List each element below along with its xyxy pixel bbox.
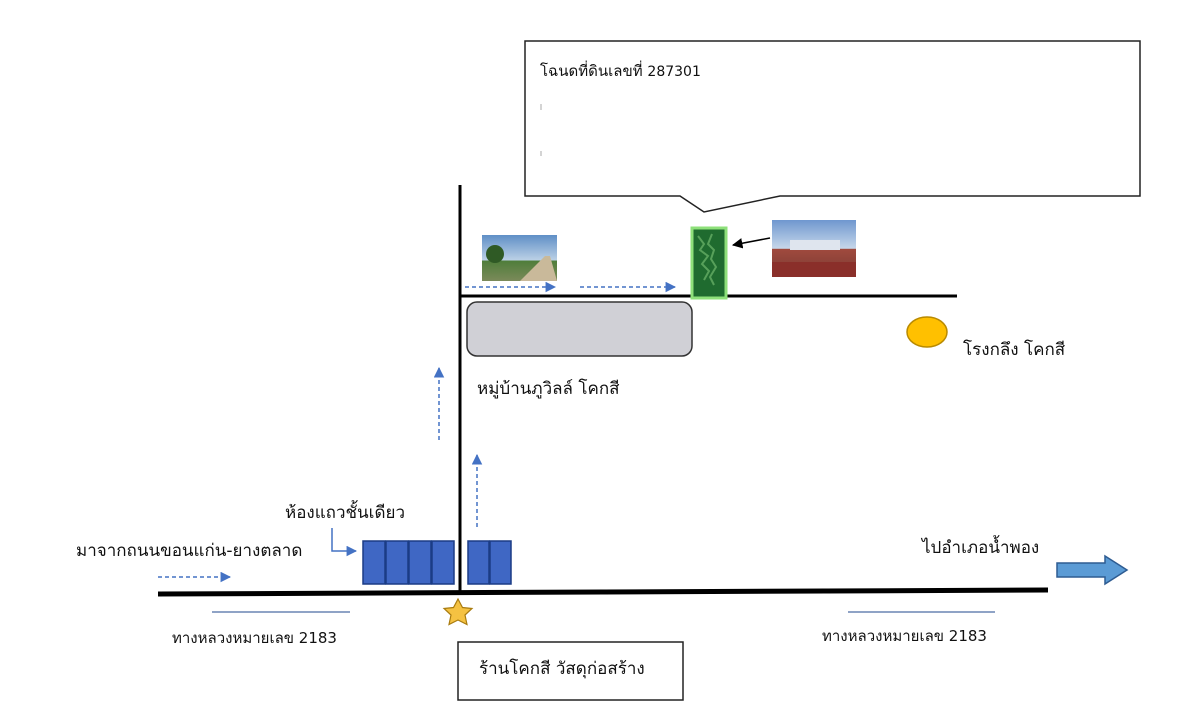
row-houses-right <box>467 540 512 585</box>
mill-dot <box>906 316 948 348</box>
deed-prefix: โฉนดที่ดินเลขที่ <box>540 62 643 80</box>
village-label: หมู่บ้านภูวิลล์ โคกสี <box>477 379 620 399</box>
shop-box <box>457 641 684 701</box>
row-houses-label: ห้องแถวชั้นเดียว <box>285 503 406 523</box>
mill-label: โรงกลึง โคกสี <box>963 340 1066 360</box>
from-road-label: มาจากถนนขอนแก่น-ยางตลาด <box>76 541 303 561</box>
photo-house <box>772 220 856 277</box>
photo-road <box>482 235 557 281</box>
plot-pointer <box>731 237 771 249</box>
land-plot-texture <box>697 233 718 286</box>
row-houses-pointer <box>331 528 358 557</box>
deed-callout <box>524 40 1141 213</box>
village-block <box>466 301 693 357</box>
row-houses-left <box>362 540 455 585</box>
shop-label: ร้านโคกสี วัสดุก่อสร้าง <box>479 659 645 679</box>
deed-number: 287301 <box>647 64 701 80</box>
to-district-label: ไปอำเภอน้ำพอง <box>922 538 1040 558</box>
highway-2183 <box>157 587 1049 597</box>
star-icon <box>442 597 474 626</box>
highway-right-label: ทางหลวงหมายเลข 2183 <box>822 627 987 645</box>
deed-title: โฉนดที่ดินเลขที่ 287301 <box>540 62 701 80</box>
arrow-right-icon <box>1056 554 1129 586</box>
highway-left-label: ทางหลวงหมายเลข 2183 <box>172 629 337 647</box>
land-plot <box>690 226 728 300</box>
